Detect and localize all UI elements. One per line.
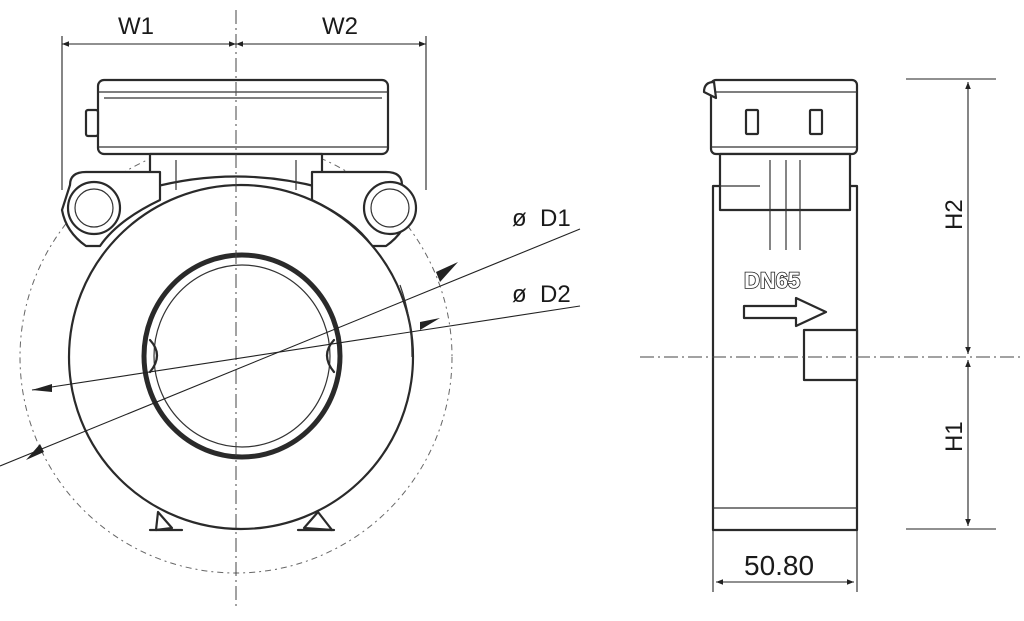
d1-arrow-right [436,262,458,282]
ring-body-edge [399,284,413,358]
side-terminal-box [709,78,859,156]
h1-label: H1 [941,421,968,452]
d2-arrow-right [420,318,440,330]
front-view [0,10,581,610]
mounting-hole-left-inner [74,188,114,228]
flow-marking: DN65 [744,268,800,293]
w1-label: W1 [118,13,154,40]
w2-label: W2 [322,13,358,40]
bore-clip-left [148,338,159,374]
side-slot-right [808,108,824,136]
foot-left [154,510,174,532]
mounting-hole-right [362,180,418,236]
side-slot-left [744,108,760,136]
h2-label: H2 [941,199,968,230]
width-value-label: 50.80 [744,550,814,581]
mounting-hole-right-inner [370,188,410,228]
side-latch [702,80,718,100]
side-tab-right [802,328,859,382]
mounting-hole-left [66,180,122,236]
bore-outer [141,252,343,460]
side-tab [84,108,100,138]
d2-label: ø D2 [512,281,571,308]
flow-arrow [742,296,828,328]
d1-arrow-left [26,444,44,460]
d2-leader [31,305,581,391]
bore-clip-right [325,338,336,374]
side-view: DN65 [640,78,1024,592]
bore-inner [153,264,331,448]
d1-label: ø D1 [512,205,571,232]
d1-leader [0,228,581,467]
terminal-box [96,78,390,156]
side-neck [718,152,852,212]
d2-arrow-left [32,384,52,392]
